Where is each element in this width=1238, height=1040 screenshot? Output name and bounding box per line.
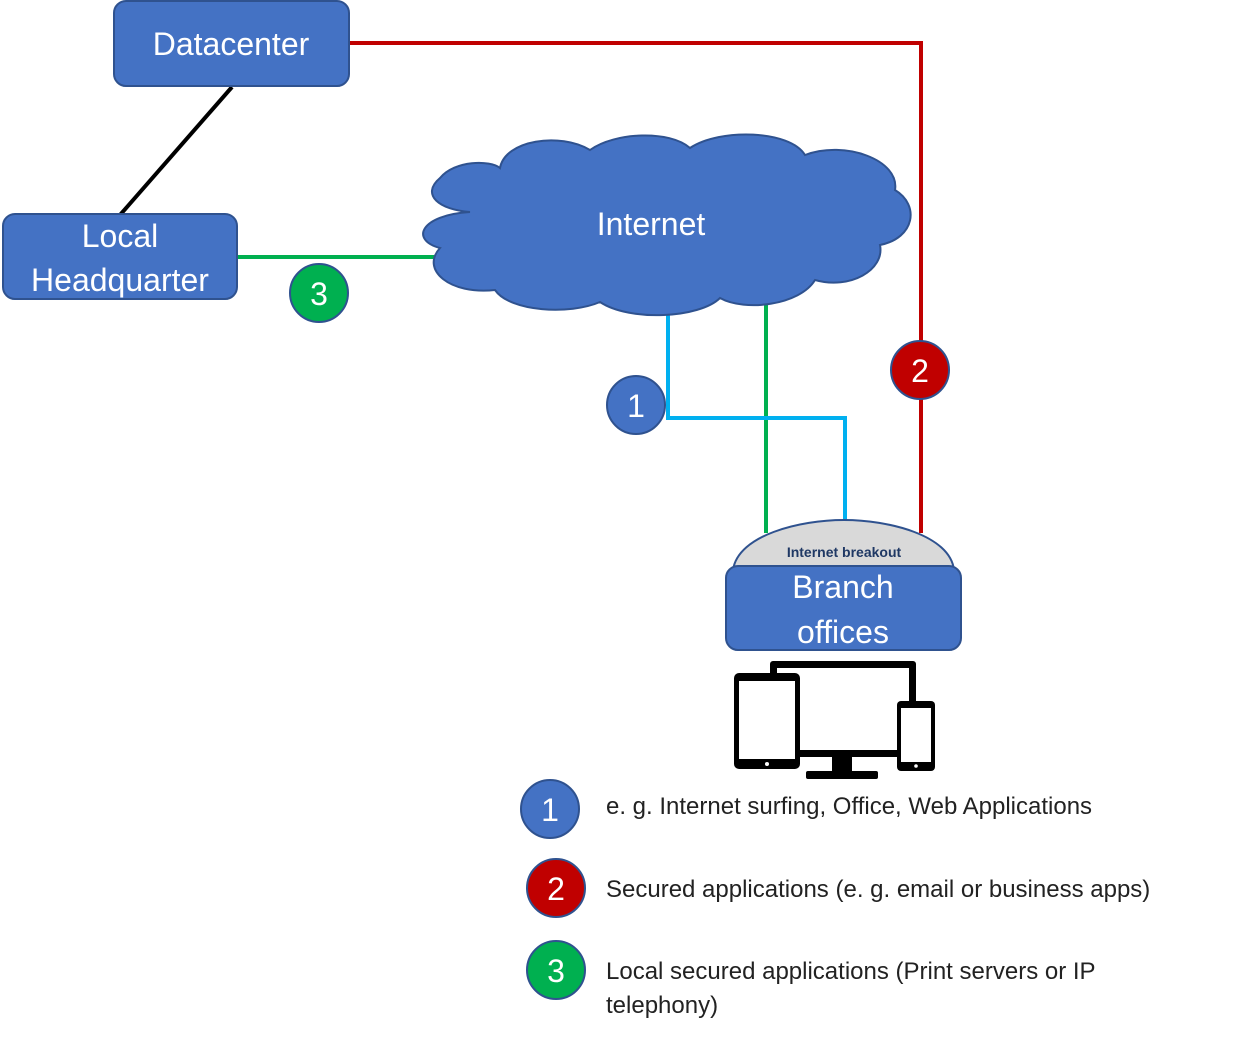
- headquarter-label-line1: Local: [82, 218, 159, 254]
- datacenter-label: Datacenter: [153, 26, 310, 62]
- devices-icon: [734, 661, 935, 779]
- link-datacenter-headquarter: [118, 85, 234, 217]
- headquarter-label-line2: Headquarter: [31, 262, 209, 298]
- datacenter-node: Datacenter: [113, 0, 350, 87]
- legend-number: 2: [547, 871, 565, 907]
- badge-2-number: 2: [911, 353, 929, 389]
- legend-text-line2: telephony): [606, 992, 718, 1019]
- badge-3: 3: [289, 263, 349, 323]
- legend: 1 e. g. Internet surfing, Office, Web Ap…: [520, 779, 1150, 1019]
- internet-label: Internet: [597, 206, 706, 242]
- headquarter-node: Local Headquarter: [2, 213, 238, 300]
- branch-offices-node: Branch offices: [725, 565, 962, 651]
- legend-number: 1: [541, 792, 559, 828]
- badge-1-number: 1: [627, 388, 645, 424]
- badge-1: 1: [606, 375, 666, 435]
- link-internet-branch: [666, 314, 847, 522]
- legend-item-3: 3 Local secured applications (Print serv…: [526, 940, 1096, 1019]
- branch-label-line2: offices: [797, 614, 889, 650]
- legend-item-2: 2 Secured applications (e. g. email or b…: [526, 858, 1150, 918]
- internet-cloud: Internet: [422, 133, 912, 317]
- legend-item-1: 1 e. g. Internet surfing, Office, Web Ap…: [520, 779, 1092, 839]
- legend-text: Secured applications (e. g. email or bus…: [606, 876, 1150, 903]
- branch-label-line1: Branch: [792, 569, 893, 605]
- badge-3-number: 3: [310, 276, 328, 312]
- legend-number: 3: [547, 953, 565, 989]
- internet-breakout-label: Internet breakout: [787, 544, 902, 560]
- badge-2: 2: [890, 340, 950, 400]
- legend-text: e. g. Internet surfing, Office, Web Appl…: [606, 793, 1092, 820]
- internet-breakout-dome: Internet breakout: [731, 518, 956, 571]
- legend-text-line1: Local secured applications (Print server…: [606, 958, 1096, 985]
